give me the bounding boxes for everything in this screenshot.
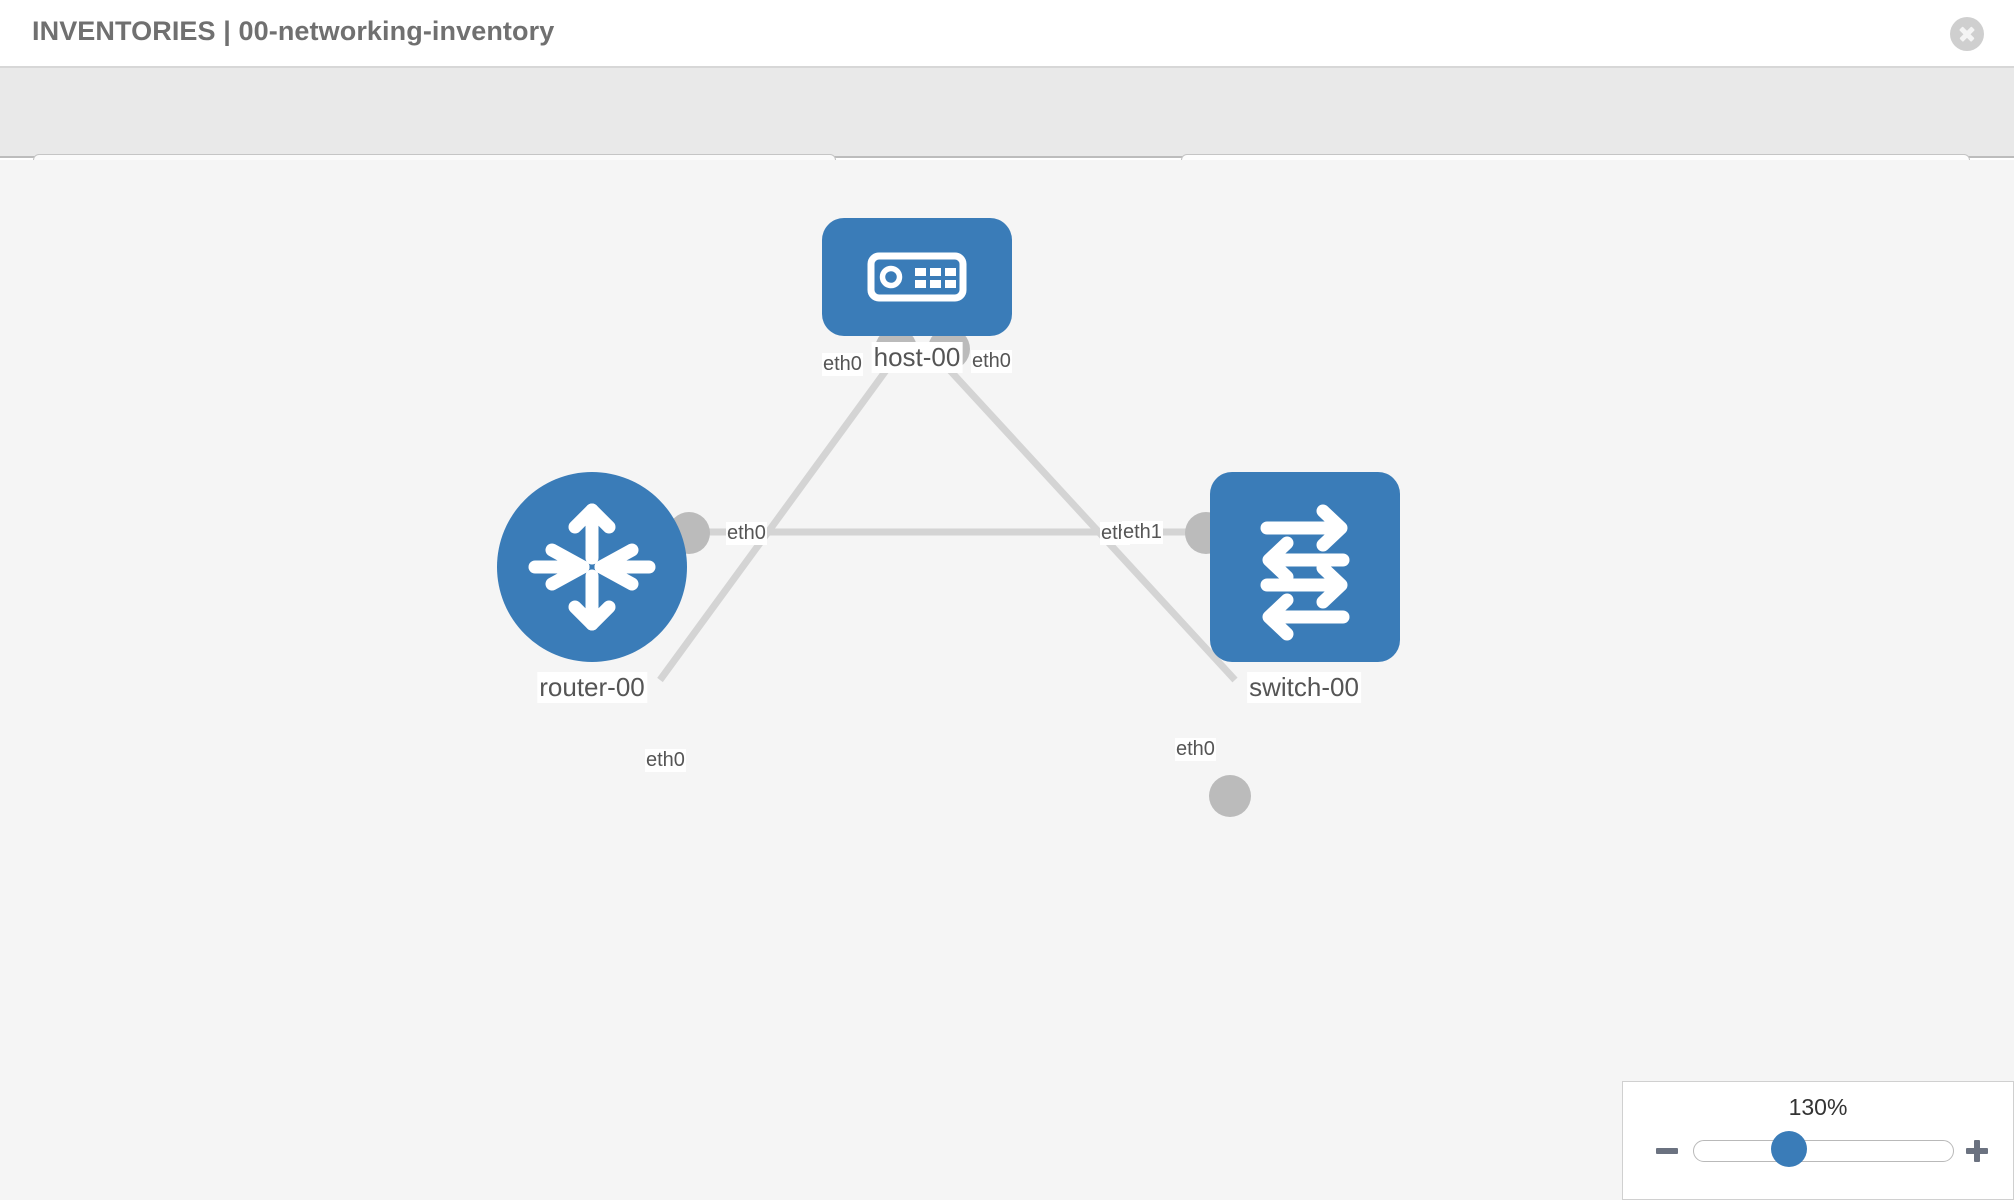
close-icon[interactable]	[1950, 17, 1984, 51]
window-header: INVENTORIES | 00-networking-inventory	[0, 0, 2014, 68]
node-label-switch-00: switch-00	[1247, 672, 1361, 703]
edge-label-router-uplink: eth0	[645, 749, 686, 772]
node-router-00[interactable]	[497, 472, 687, 662]
zoom-slider-track[interactable]	[1693, 1140, 1954, 1162]
node-label-router-00: router-00	[537, 672, 647, 703]
edge-label-host-right: eth0	[971, 350, 1012, 373]
node-switch-00[interactable]	[1210, 472, 1400, 662]
zoom-control-panel: 130%	[1622, 1081, 2014, 1200]
topology-canvas[interactable]: host-00 eth0 eth0 router-00 eth0 eth0	[0, 160, 2014, 1200]
toolbar: ACTIONS SEARCH	[0, 68, 2014, 210]
plus-icon[interactable]	[1962, 1136, 1992, 1166]
zoom-level-label: 130%	[1788, 1094, 1848, 1120]
node-label-host-00: host-00	[871, 342, 963, 373]
edge-label-router-right: eth0	[726, 522, 767, 545]
edge-label-host-left: eth0	[822, 353, 863, 376]
edge-label-switch-uplink: eth0	[1175, 738, 1216, 761]
minus-icon[interactable]	[1652, 1136, 1682, 1166]
page-title: INVENTORIES | 00-networking-inventory	[32, 16, 555, 46]
port-switch-top[interactable]	[1209, 775, 1251, 817]
zoom-slider-thumb[interactable]	[1771, 1131, 1807, 1167]
node-host-00[interactable]	[822, 218, 1012, 336]
edge-label-switch-left: eth1	[1122, 521, 1163, 544]
